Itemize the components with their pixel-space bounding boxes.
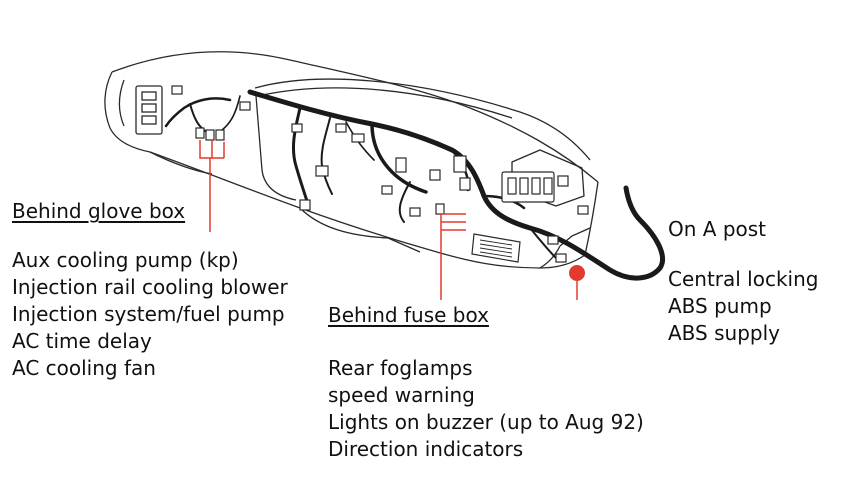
fuse-box-heading: Behind fuse box <box>328 303 489 327</box>
list-item: Central locking <box>668 267 819 291</box>
list-item: ABS pump <box>668 294 772 318</box>
a-post-relay-block <box>501 171 555 203</box>
a-post-list: Central locking ABS pump ABS supply <box>668 266 818 347</box>
list-item: Aux cooling pump (kp) <box>12 248 239 272</box>
glove-box-heading: Behind glove box <box>12 199 186 223</box>
list-item: Rear foglamps <box>328 356 473 380</box>
list-item: Lights on buzzer (up to Aug 92) <box>328 410 644 434</box>
glove-box-list: Aux cooling pump (kp) Injection rail coo… <box>12 247 288 382</box>
fuse-box-group: Behind fuse box Rear foglamps speed warn… <box>328 302 644 463</box>
fuse-box-pointer <box>440 213 466 300</box>
glove-box-relay-block <box>135 85 163 135</box>
connectors <box>171 85 589 263</box>
a-post-group: On A post Central locking ABS pump ABS s… <box>668 216 818 347</box>
a-post-heading: On A post <box>668 217 767 241</box>
fuse-box <box>471 233 521 263</box>
fuse-box-list: Rear foglamps speed warning Lights on bu… <box>328 355 644 463</box>
list-item: Direction indicators <box>328 437 524 461</box>
glove-box-group: Behind glove box Aux cooling pump (kp) I… <box>12 198 288 382</box>
a-post-pointer <box>569 265 585 300</box>
list-item: AC time delay <box>12 329 152 353</box>
glove-box-pointer <box>199 140 225 232</box>
list-item: ABS supply <box>668 321 780 345</box>
list-item: Injection rail cooling blower <box>12 275 288 299</box>
list-item: Injection system/fuel pump <box>12 302 285 326</box>
list-item: speed warning <box>328 383 475 407</box>
list-item: AC cooling fan <box>12 356 156 380</box>
